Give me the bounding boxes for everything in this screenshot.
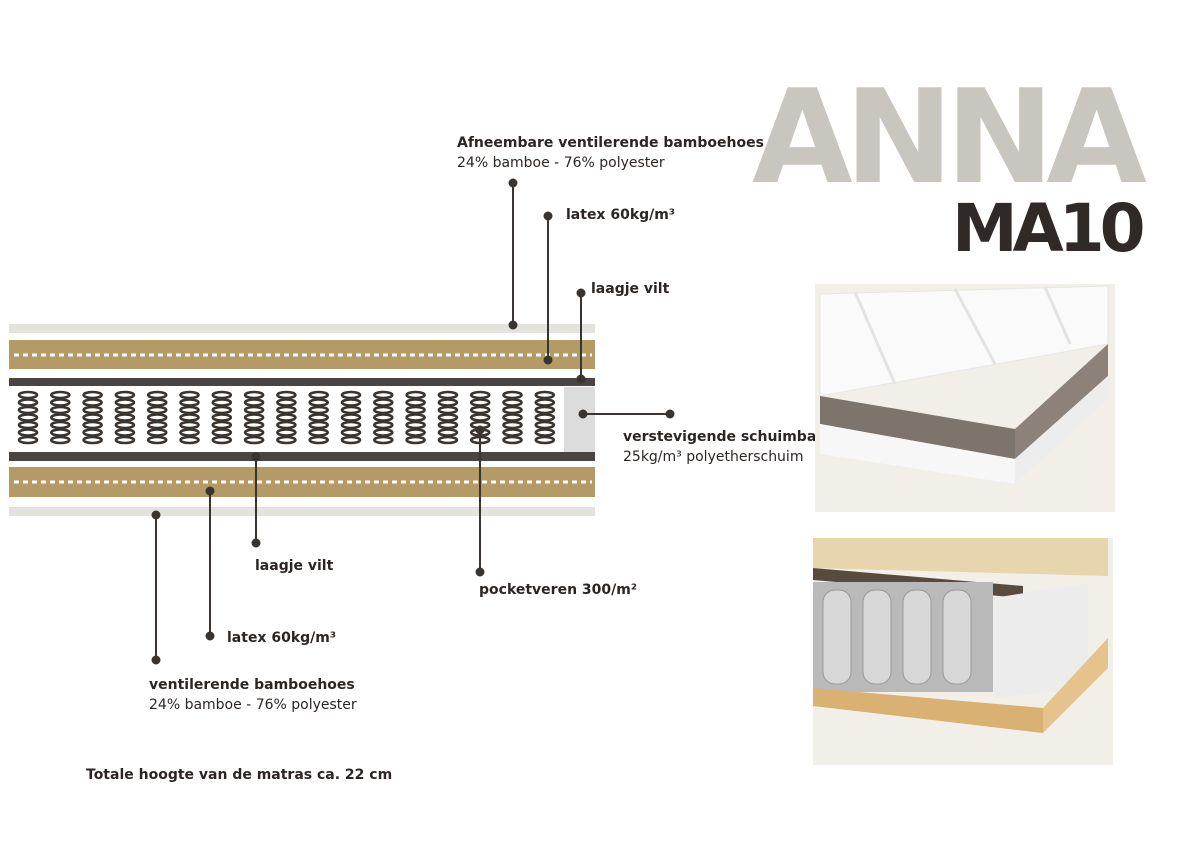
spring-coil — [276, 390, 297, 445]
spring-coil — [211, 390, 233, 445]
label-top-felt: laagje vilt — [591, 281, 670, 297]
bottom-cover-layer — [9, 507, 595, 516]
spring-coil — [82, 390, 103, 445]
spring-coil — [437, 390, 459, 445]
top-cover-layer — [9, 324, 595, 333]
leader-bottom-cover — [151, 510, 161, 665]
leader-top-latex — [543, 211, 553, 365]
mattress-cover-photo — [815, 284, 1115, 512]
spring-coil — [179, 390, 200, 445]
label-top-cover: Afneembare ventilerende bamboehoes 24% b… — [457, 133, 764, 173]
total-height-note: Totale hoogte van de matras ca. 22 cm — [86, 767, 393, 783]
spring-coil — [405, 390, 426, 445]
spring-coil — [243, 390, 265, 445]
spring-coil — [114, 390, 136, 445]
label-bottom-felt: laagje vilt — [255, 558, 334, 574]
leader-bottom-felt — [251, 452, 261, 548]
spring-coil — [534, 390, 556, 445]
pocket-spring-row — [17, 390, 556, 445]
spring-coil — [49, 390, 71, 445]
label-foam-beam: verstevigende schuimbalk 25kg/m³ polyeth… — [623, 427, 830, 467]
top-cover-detail: 24% bamboe - 76% polyester — [457, 155, 665, 171]
label-pocket-springs: pocketveren 300/m² — [479, 582, 637, 598]
mattress-interior-photo — [813, 538, 1113, 765]
spring-coil — [17, 390, 39, 445]
bottom-cover-title: ventilerende bamboehoes — [149, 677, 355, 693]
leader-bottom-latex — [205, 486, 215, 641]
foam-beam-block — [564, 387, 595, 452]
label-top-latex: latex 60kg/m³ — [566, 207, 675, 223]
spring-coil — [502, 390, 523, 445]
product-name: ANNA — [752, 61, 1147, 213]
top-cover-title: Afneembare ventilerende bamboehoes — [457, 135, 764, 151]
bottom-felt-layer — [9, 452, 595, 461]
spring-coil — [146, 390, 168, 445]
spring-coil — [308, 390, 330, 445]
bottom-cover-detail: 24% bamboe - 76% polyester — [149, 697, 357, 713]
leader-pocket-springs — [475, 425, 485, 577]
label-bottom-cover: ventilerende bamboehoes 24% bamboe - 76%… — [149, 675, 357, 715]
leader-top-felt — [576, 288, 586, 384]
foam-beam-title: verstevigende schuimbalk — [623, 429, 831, 445]
product-model: MA10 — [952, 190, 1146, 267]
foam-beam-detail: 25kg/m³ polyetherschuim — [623, 449, 804, 465]
leader-top-cover — [508, 178, 518, 330]
leader-foam-beam — [578, 409, 675, 419]
spring-coil — [340, 390, 362, 445]
label-bottom-latex: latex 60kg/m³ — [227, 630, 336, 646]
spring-coil — [372, 390, 394, 445]
top-felt-layer — [9, 378, 595, 386]
